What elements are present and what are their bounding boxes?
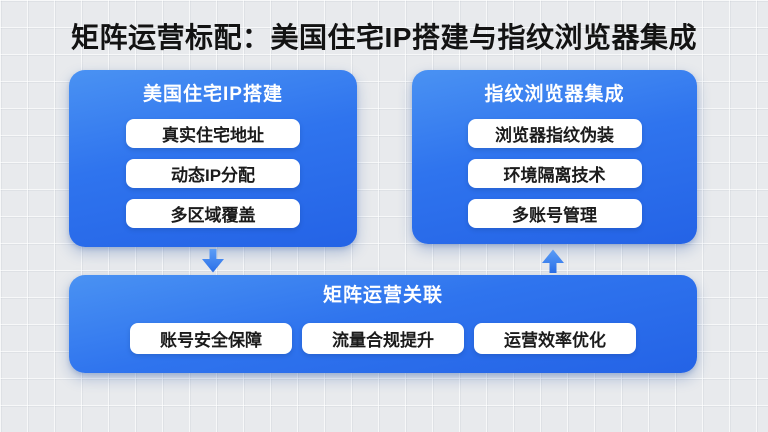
panel-item-list: 账号安全保障 流量合规提升 运营效率优化 (69, 323, 697, 354)
panel-header: 矩阵运营关联 (322, 285, 443, 306)
panel-header: 指纹浏览器集成 (484, 84, 625, 105)
list-item: 动态IP分配 (126, 159, 300, 188)
panel-us-residential-ip: 美国住宅IP搭建 真实住宅地址 动态IP分配 多区域覆盖 (69, 70, 357, 247)
list-item: 多账号管理 (467, 199, 642, 228)
list-item: 浏览器指纹伪装 (467, 119, 642, 148)
list-item: 账号安全保障 (130, 323, 292, 354)
list-item: 多区域覆盖 (126, 199, 300, 228)
panel-item-list: 浏览器指纹伪装 环境隔离技术 多账号管理 (467, 119, 642, 239)
list-item: 环境隔离技术 (467, 159, 642, 188)
arrow-up-icon (542, 249, 564, 273)
panel-header: 美国住宅IP搭建 (143, 84, 283, 105)
list-item: 流量合规提升 (302, 323, 464, 354)
panel-fingerprint-browser: 指纹浏览器集成 浏览器指纹伪装 环境隔离技术 多账号管理 (412, 70, 697, 244)
page-title: 矩阵运营标配：美国住宅IP搭建与指纹浏览器集成 (71, 22, 697, 53)
list-item: 真实住宅地址 (126, 119, 300, 148)
panel-matrix-operation: 矩阵运营关联 账号安全保障 流量合规提升 运营效率优化 (69, 275, 697, 373)
list-item: 运营效率优化 (474, 323, 636, 354)
arrow-down-icon (202, 249, 224, 273)
panel-item-list: 真实住宅地址 动态IP分配 多区域覆盖 (126, 119, 300, 239)
